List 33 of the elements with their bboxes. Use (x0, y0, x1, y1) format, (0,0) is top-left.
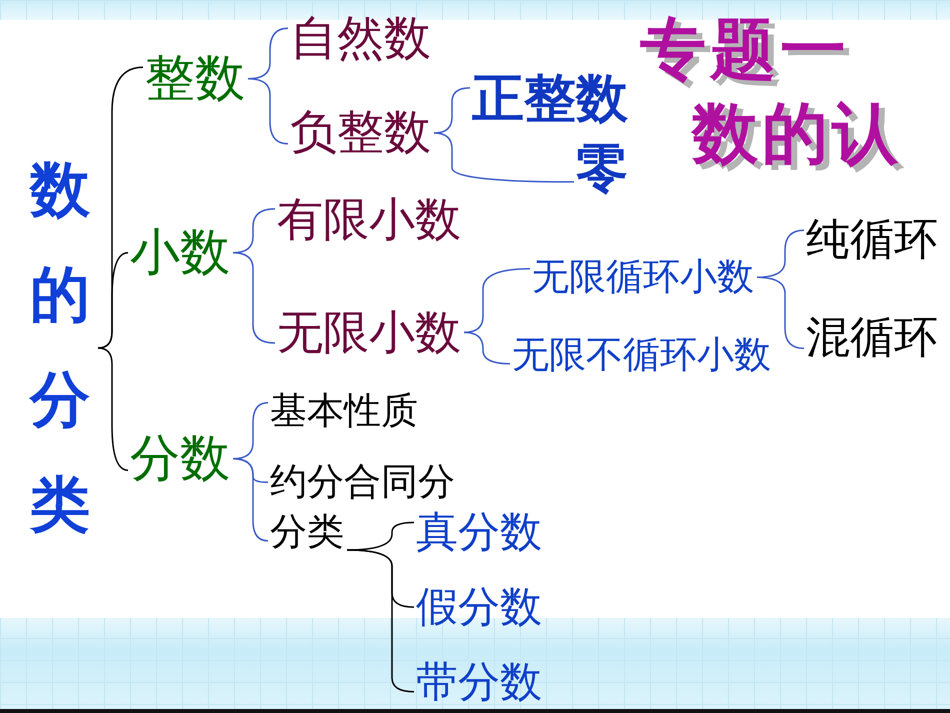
subcategory-label: 真分数 (416, 508, 542, 556)
category-label: 小数 (130, 224, 230, 282)
brace-arm (248, 78, 288, 145)
subcategory-label: 负整数 (290, 106, 431, 160)
brace-arm (98, 252, 128, 349)
subcategory-label: 正整数 (472, 70, 628, 130)
brace-arm (232, 252, 276, 344)
subcategory-label: 有限小数 (277, 193, 461, 246)
subcategory-label: 自然数 (290, 12, 431, 66)
subcategory-label: 无限不循环小数 (512, 334, 771, 377)
category-label: 分数 (130, 430, 230, 488)
brace-arm (464, 332, 510, 365)
category-label: 整数 (145, 50, 245, 108)
brace-arm (232, 458, 268, 542)
subcategory-label: 混循环 (806, 313, 938, 364)
root-label: 数的分类 (25, 138, 95, 558)
title: 专题一数的认 (640, 10, 903, 174)
brace-arm (346, 549, 414, 693)
subcategory-label: 假分数 (416, 583, 542, 632)
subcategory-label: 分类 (270, 511, 344, 554)
brace-arm (464, 268, 530, 334)
subcategory-label: 带分数 (416, 658, 542, 706)
brace-arm (346, 522, 414, 551)
subcategory-label: 约分合同分 (270, 461, 455, 504)
subcategory-label: 纯循环 (806, 215, 938, 266)
subcategory-label: 无限小数 (277, 306, 461, 359)
brace-arm (98, 347, 128, 472)
subcategory-label: 零 (576, 140, 628, 200)
brace-arm (434, 132, 574, 183)
brace-arm (756, 276, 804, 350)
brace-arm (434, 87, 470, 134)
subcategory-label: 基本性质 (270, 390, 418, 433)
subcategory-label: 无限循环小数 (532, 256, 754, 299)
